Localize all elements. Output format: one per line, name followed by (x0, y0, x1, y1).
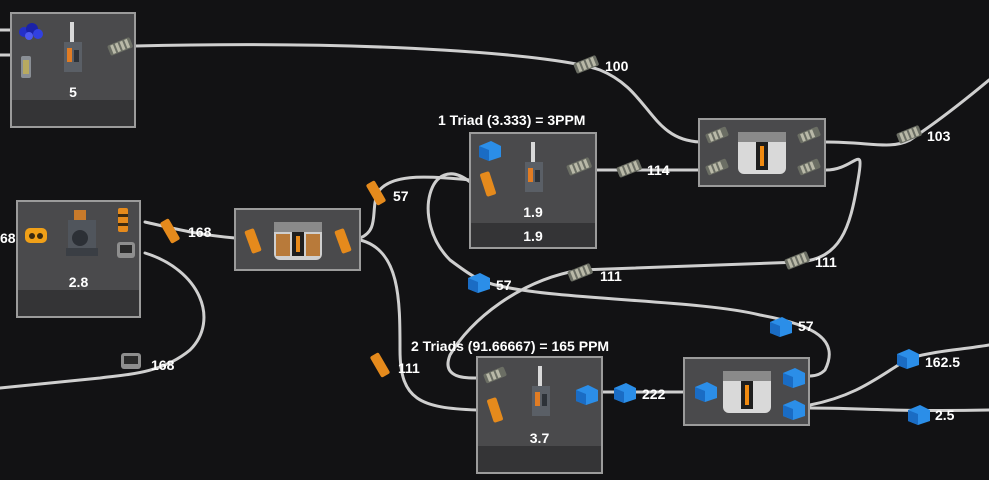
combiner-node-bottom-right[interactable] (683, 357, 810, 426)
node-value: 1.9 (523, 204, 543, 220)
ammo-crate-icon (896, 125, 922, 144)
combiner-node-top-right[interactable] (698, 118, 826, 187)
blue-cube-icon (479, 141, 501, 161)
combiner-node-middle[interactable] (234, 208, 361, 271)
flow-label-orange-down: 111 (398, 360, 420, 376)
ammo-crate-icon (705, 158, 729, 176)
ammo-crate-icon (573, 55, 599, 74)
node-value: 3.7 (529, 430, 550, 446)
flow-label-blue-from-triad: 57 (496, 277, 512, 293)
orange-canister-icon (487, 397, 503, 423)
canister-icon (21, 56, 31, 78)
ammo-crate-icon (797, 158, 821, 176)
blue-cube-icon (770, 317, 792, 337)
ammo-crate-icon (567, 263, 593, 282)
orange-canister-icon (370, 352, 390, 378)
node-value: 2.8 (68, 274, 89, 290)
blue-cube-icon (695, 382, 717, 402)
blue-cube-icon (783, 400, 805, 420)
ammo-crate-icon (784, 251, 810, 270)
machine-node-top-left[interactable]: 5 (10, 12, 136, 128)
combiner-machine-icon (723, 371, 771, 413)
flow-label-top: 100 (605, 58, 629, 74)
flow-label-cross: 111 (600, 268, 622, 284)
flow-label-blue-222: 222 (642, 386, 666, 402)
flow-label-blue-in: 57 (798, 318, 814, 334)
node-value: 5 (69, 84, 77, 100)
flow-label-cross-right: 111 (815, 254, 837, 270)
flow-label-left-edge: 68 (0, 230, 16, 246)
blue-cube-icon (576, 385, 598, 405)
flow-label-loop: 168 (151, 357, 175, 373)
orange-canister-icon (334, 228, 352, 254)
ammo-crate-icon (107, 37, 133, 56)
machine-node-left[interactable]: 2.8 (16, 200, 141, 318)
ammo-crate-icon (566, 157, 592, 176)
ammo-crate-icon (483, 366, 507, 384)
flow-label-to-triad: 57 (393, 188, 409, 204)
ammo-crate-icon (616, 159, 642, 178)
blue-cube-icon (908, 405, 930, 425)
blue-cube-icon (897, 349, 919, 369)
computer-chip-icon (117, 242, 135, 258)
orange-canister-icon (160, 218, 180, 244)
refinery-icon (525, 142, 543, 192)
node-value-secondary: 1.9 (523, 228, 543, 244)
ammo-crate-icon (797, 126, 821, 144)
combiner-machine-icon (738, 132, 786, 174)
computer-chip-icon (121, 353, 141, 369)
blue-cube-icon (468, 273, 490, 293)
combiner-machine-icon (274, 222, 322, 260)
flow-label-mid-out: 168 (188, 224, 212, 240)
triad-group-title-1: 1 Triad (3.333) = 3PPM (438, 112, 586, 128)
triad-node-bottom[interactable]: 3.7 (476, 356, 603, 474)
orange-canister-icon (118, 208, 128, 232)
flow-label-combiner-out: 103 (927, 128, 951, 144)
flow-label-out-2: 2.5 (935, 407, 955, 423)
orange-canister-icon (480, 171, 496, 197)
orange-canister-icon (366, 180, 386, 206)
triad-group-title-2: 2 Triads (91.66667) = 165 PPM (411, 338, 610, 354)
blue-cube-icon (783, 368, 805, 388)
triad-node-top[interactable]: 1.9 1.9 (469, 132, 597, 249)
ammo-crate-icon (705, 126, 729, 144)
refinery-icon (532, 366, 550, 416)
refinery-icon (64, 22, 82, 72)
flow-label-triad-out: 114 (647, 162, 670, 178)
blue-cube-icon (614, 383, 636, 403)
orange-canister-icon (244, 228, 262, 254)
flow-label-out-162: 162.5 (925, 354, 961, 370)
assembler-icon (66, 210, 98, 256)
robot-head-icon (25, 228, 47, 243)
blue-crystals-icon (19, 23, 43, 40)
